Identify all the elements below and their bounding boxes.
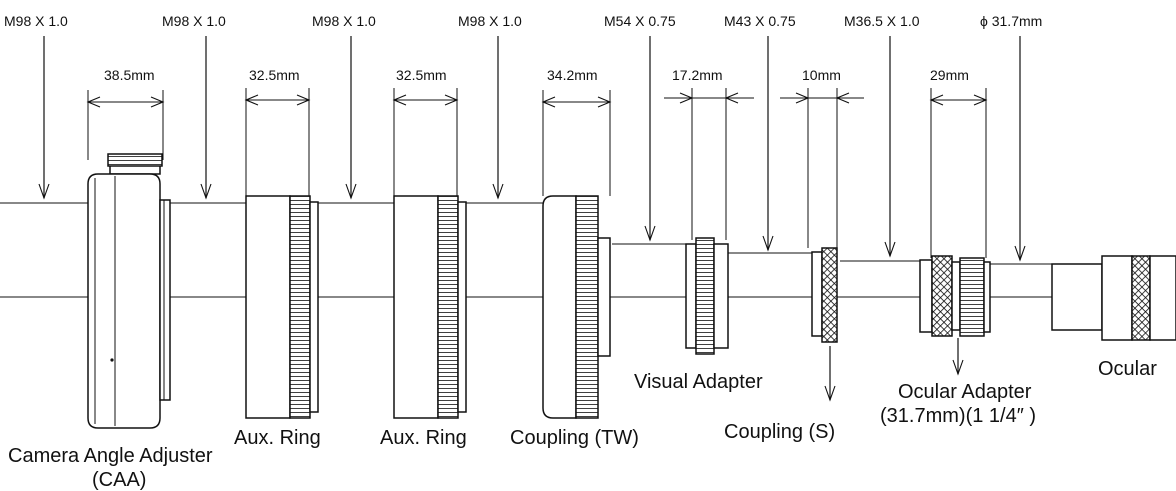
ocular-adapter-size-label: (31.7mm)(1 1/4″ ) (880, 405, 1036, 427)
dimension-annotations: 38.5mm 32.5mm 32.5mm 34.2mm 17.2mm 10mm (86, 67, 988, 258)
thread-leaders (38, 36, 1026, 262)
ocular-label: Ocular (1098, 358, 1157, 380)
camera-angle-adjuster (87, 153, 171, 429)
thread-label: M98 X 1.0 (458, 13, 522, 29)
caa-label: Camera Angle Adjuster (8, 445, 213, 467)
visual-adapter (685, 237, 729, 355)
ocular-adapter-label: Ocular Adapter (898, 381, 1032, 403)
coupling-tw-label: Coupling (TW) (510, 427, 639, 449)
thread-label: M43 X 0.75 (724, 13, 796, 29)
caa-label-abbrev: (CAA) (92, 469, 146, 491)
dimension-label: 34.2mm (547, 67, 598, 83)
part-leaders (824, 338, 964, 402)
thread-label: M98 X 1.0 (312, 13, 376, 29)
coupling-s (811, 247, 838, 343)
thread-label: ϕ 31.7mm (980, 13, 1042, 29)
thread-label: M54 X 0.75 (604, 13, 676, 29)
visual-adapter-label: Visual Adapter (634, 371, 763, 393)
thread-label: M36.5 X 1.0 (844, 13, 920, 29)
dimension-label: 32.5mm (249, 67, 300, 83)
aux-ring-2 (393, 195, 467, 419)
aux-ring-1 (245, 195, 319, 419)
dimension-label: 10mm (802, 67, 841, 83)
part-labels: Camera Angle Adjuster (CAA) Aux. Ring Au… (8, 358, 1157, 491)
ocular (1051, 255, 1176, 341)
thread-label: M98 X 1.0 (162, 13, 226, 29)
coupling-s-label: Coupling (S) (724, 421, 835, 443)
dimension-label: 29mm (930, 67, 969, 83)
thread-labels: M98 X 1.0 M98 X 1.0 M98 X 1.0 M98 X 1.0 … (4, 13, 1042, 29)
aux-ring-1-label: Aux. Ring (234, 427, 321, 449)
dimension-label: 38.5mm (104, 67, 155, 83)
dimension-label: 32.5mm (396, 67, 447, 83)
dimension-label: 17.2mm (672, 67, 723, 83)
aux-ring-2-label: Aux. Ring (380, 427, 467, 449)
coupling-tw (542, 195, 611, 419)
ocular-adapter (919, 255, 991, 337)
thread-label: M98 X 1.0 (4, 13, 68, 29)
